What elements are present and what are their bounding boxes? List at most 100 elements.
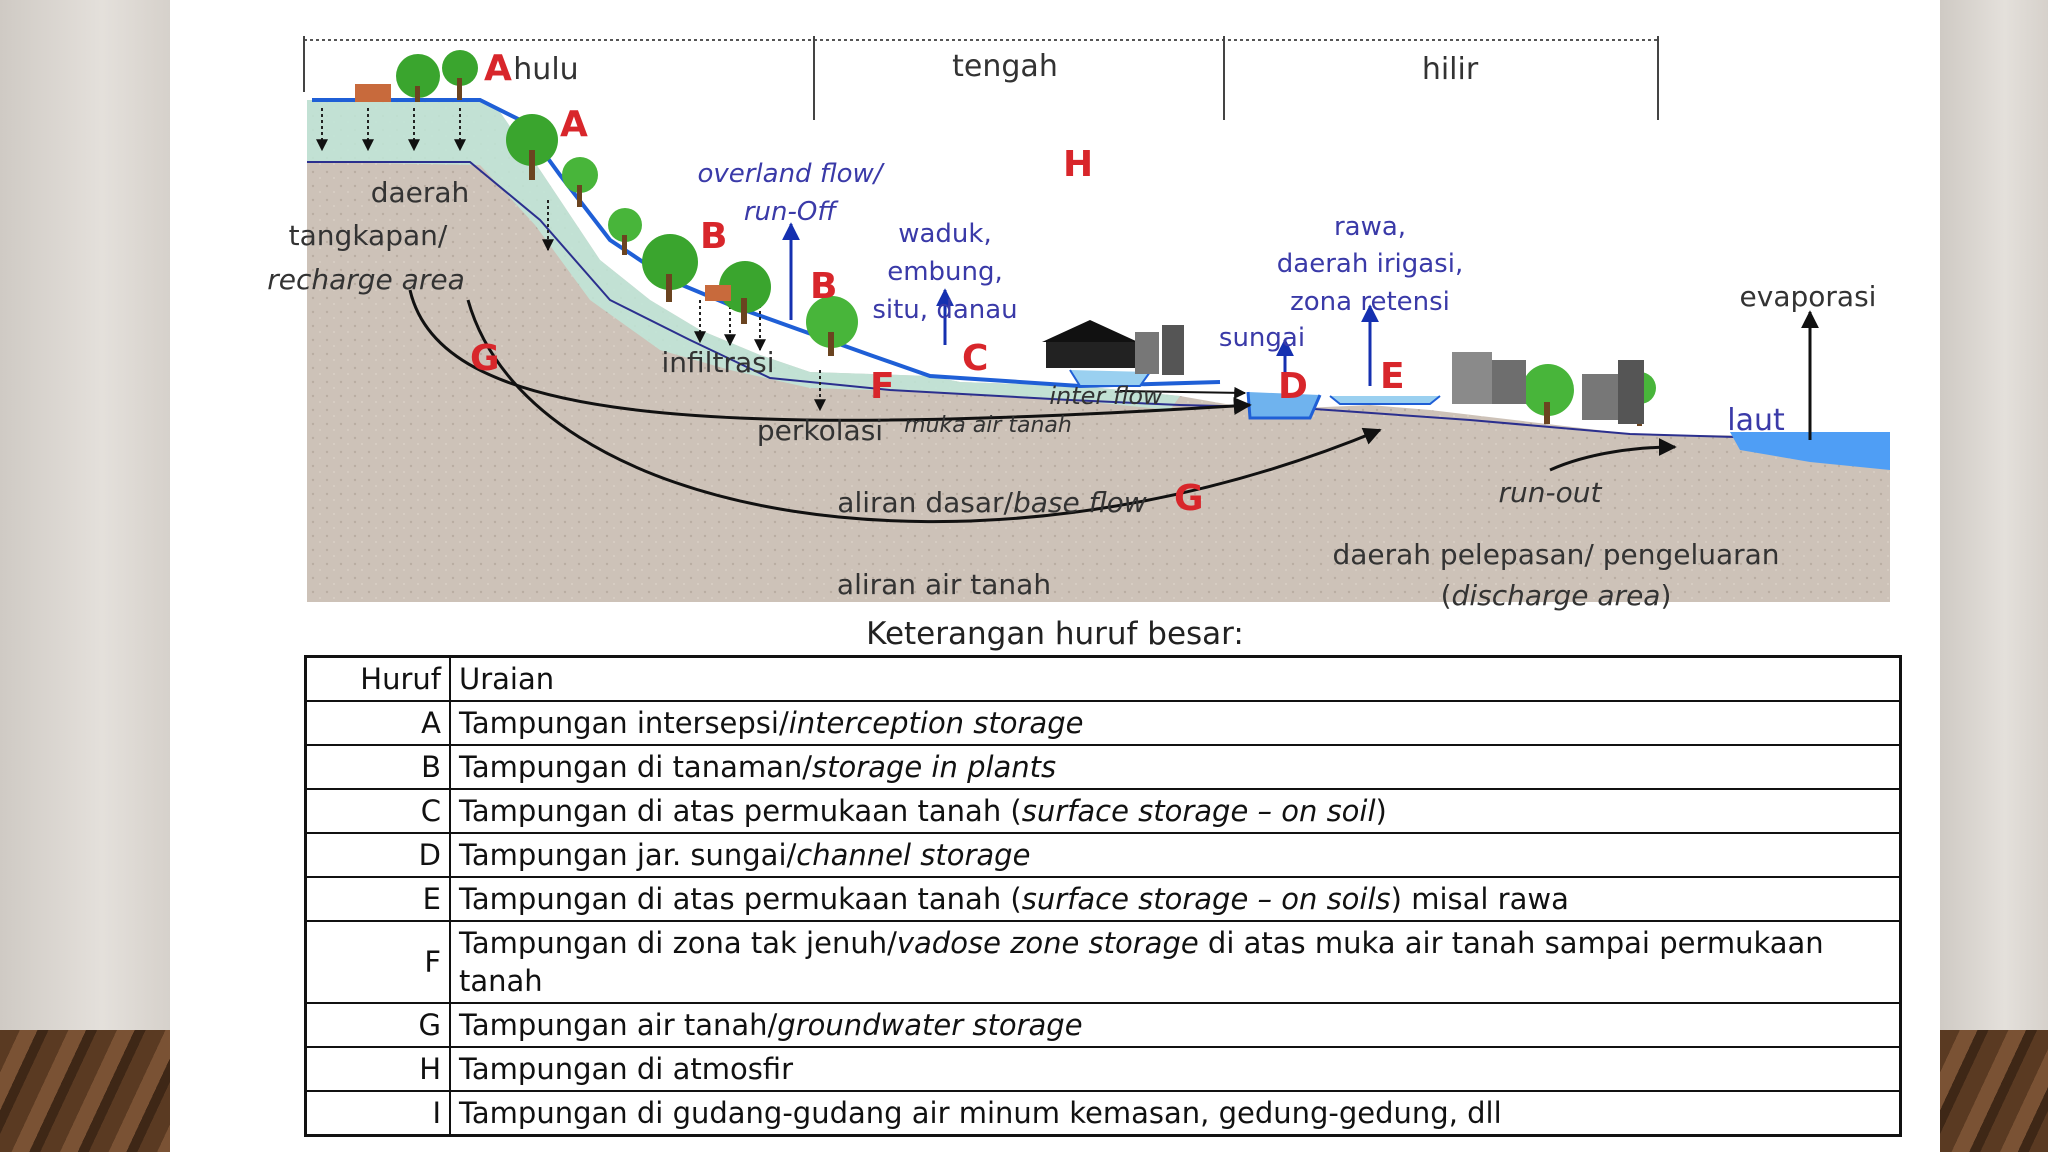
diagram-blue-labels: overland flow/ run-Off waduk, embung, si… (697, 159, 1785, 438)
legend-header-huruf: Huruf (304, 655, 451, 702)
zone-label-tengah: tengah (952, 49, 1058, 84)
vertical-flow-arrows (782, 222, 1379, 390)
legend-description: Tampungan di gudang-gudang air minum kem… (449, 1090, 1902, 1137)
legend-description-text: ) (1375, 794, 1387, 828)
label-waduk: waduk, (898, 219, 992, 249)
sea (1730, 432, 1890, 470)
soil-cross-section (307, 100, 1890, 602)
label-aliran-air-tanah: aliran air tanah (837, 568, 1051, 601)
legend-description: Tampungan di tanaman/storage in plants (449, 744, 1902, 790)
letter-g: G (470, 338, 500, 379)
background-wall-right (1940, 0, 2048, 1152)
legend-description-english: storage in plants (812, 750, 1057, 784)
letter-g: G (1174, 478, 1204, 519)
legend-description: Tampungan di atas permukaan tanah (surfa… (449, 788, 1902, 834)
legend-description-english: surface storage – on soils (1021, 882, 1391, 916)
letter-d: D (1278, 366, 1308, 407)
legend-letter: B (304, 744, 451, 790)
legend-description-text: Tampungan di zona tak jenuh/ (459, 926, 897, 960)
legend-description-english: groundwater storage (777, 1008, 1083, 1042)
legend-letter: G (304, 1002, 451, 1048)
legend-description: Tampungan air tanah/groundwater storage (449, 1002, 1902, 1048)
letter-b: B (810, 266, 837, 307)
background-wall-left (0, 0, 170, 1152)
letter-a: A (484, 48, 512, 89)
label-discharge-area: (discharge area) (1441, 579, 1672, 612)
letter-c: C (962, 338, 988, 379)
label-embung: embung, (887, 257, 1003, 287)
letter-a: A (560, 104, 588, 145)
label-sungai: sungai (1219, 323, 1305, 353)
legend-header-uraian: Uraian (449, 655, 1902, 702)
legend-description-text: Tampungan di gudang-gudang air minum kem… (459, 1096, 1502, 1130)
background-floor-right (1940, 1030, 2048, 1152)
label-evaporasi: evaporasi (1740, 280, 1877, 313)
legend-description: Tampungan di zona tak jenuh/vadose zone … (449, 920, 1902, 1004)
legend-description-english: interception storage (788, 706, 1084, 740)
legend-header-row: Huruf Uraian (304, 655, 1902, 702)
legend-description-english: vadose zone storage (896, 926, 1199, 960)
label-tangkapan: tangkapan/ (289, 219, 448, 252)
label-discharge-title: daerah pelepasan/ pengeluaran (1332, 538, 1779, 571)
legend-letter: E (304, 876, 451, 922)
legend-letter: D (304, 832, 451, 878)
legend-description-text: di atas muka air tanah sampai permukaan … (459, 926, 1824, 998)
legend-letter: A (304, 700, 451, 746)
label-daerah: daerah (371, 176, 470, 209)
storage-letters: A A B B C D E F G G H (470, 48, 1405, 519)
slide: hulu tengah hilir (170, 0, 1940, 1152)
legend-letter: H (304, 1046, 451, 1092)
legend-description: Tampungan intersepsi/interception storag… (449, 700, 1902, 746)
flow-arrows (408, 289, 1677, 524)
label-zona-retensi: zona retensi (1290, 287, 1450, 317)
unsaturated-zone (307, 100, 1180, 410)
letter-f: F (870, 366, 895, 407)
reservoir (1069, 369, 1151, 387)
zone-label-hilir: hilir (1422, 52, 1479, 87)
legend-description-english: surface storage – on soil (1021, 794, 1376, 828)
legend-description-text: Tampungan di tanaman/ (459, 750, 813, 784)
hydrology-diagram: hulu tengah hilir (267, 36, 1890, 612)
label-daerah-irigasi: daerah irigasi, (1277, 249, 1463, 279)
legend-caption: Keterangan huruf besar: (866, 616, 1244, 652)
surface-runoff-line (312, 98, 1221, 389)
label-rawa: rawa, (1334, 212, 1406, 242)
label-overland-flow: overland flow/ (697, 159, 885, 189)
legend-description-text: ) misal rawa (1390, 882, 1569, 916)
zone-label-hulu: hulu (513, 52, 578, 87)
legend-letter: C (304, 788, 451, 834)
label-run-out: run-out (1499, 476, 1603, 509)
legend-description-text: Tampungan di atas permukaan tanah ( (459, 794, 1022, 828)
legend-description-text: Tampungan di atas permukaan tanah ( (459, 882, 1022, 916)
letter-e: E (1380, 356, 1405, 397)
diagram-labels: daerah tangkapan/ recharge area infiltra… (267, 176, 1876, 612)
letter-b: B (700, 216, 727, 257)
letter-h: H (1063, 144, 1093, 185)
swamp (1329, 395, 1441, 405)
label-infiltrasi: infiltrasi (662, 346, 775, 379)
legend-description-english: channel storage (796, 838, 1031, 872)
legend-description: Tampungan di atmosfir (449, 1046, 1902, 1092)
label-inter-flow: inter flow (1049, 382, 1163, 410)
legend-description-text: Tampungan air tanah/ (459, 1008, 778, 1042)
legend-description-text: Tampungan jar. sungai/ (459, 838, 797, 872)
background-floor-left (0, 1030, 170, 1152)
legend-letter: I (304, 1090, 451, 1137)
legend-letter: F (304, 920, 451, 1004)
buildings (1042, 320, 1644, 424)
legend-description-text: Tampungan di atmosfir (459, 1052, 793, 1086)
label-situ-danau: situ, danau (872, 295, 1017, 325)
legend-description: Tampungan jar. sungai/channel storage (449, 832, 1902, 878)
label-aliran-dasar: aliran dasar/base flow (837, 486, 1147, 519)
